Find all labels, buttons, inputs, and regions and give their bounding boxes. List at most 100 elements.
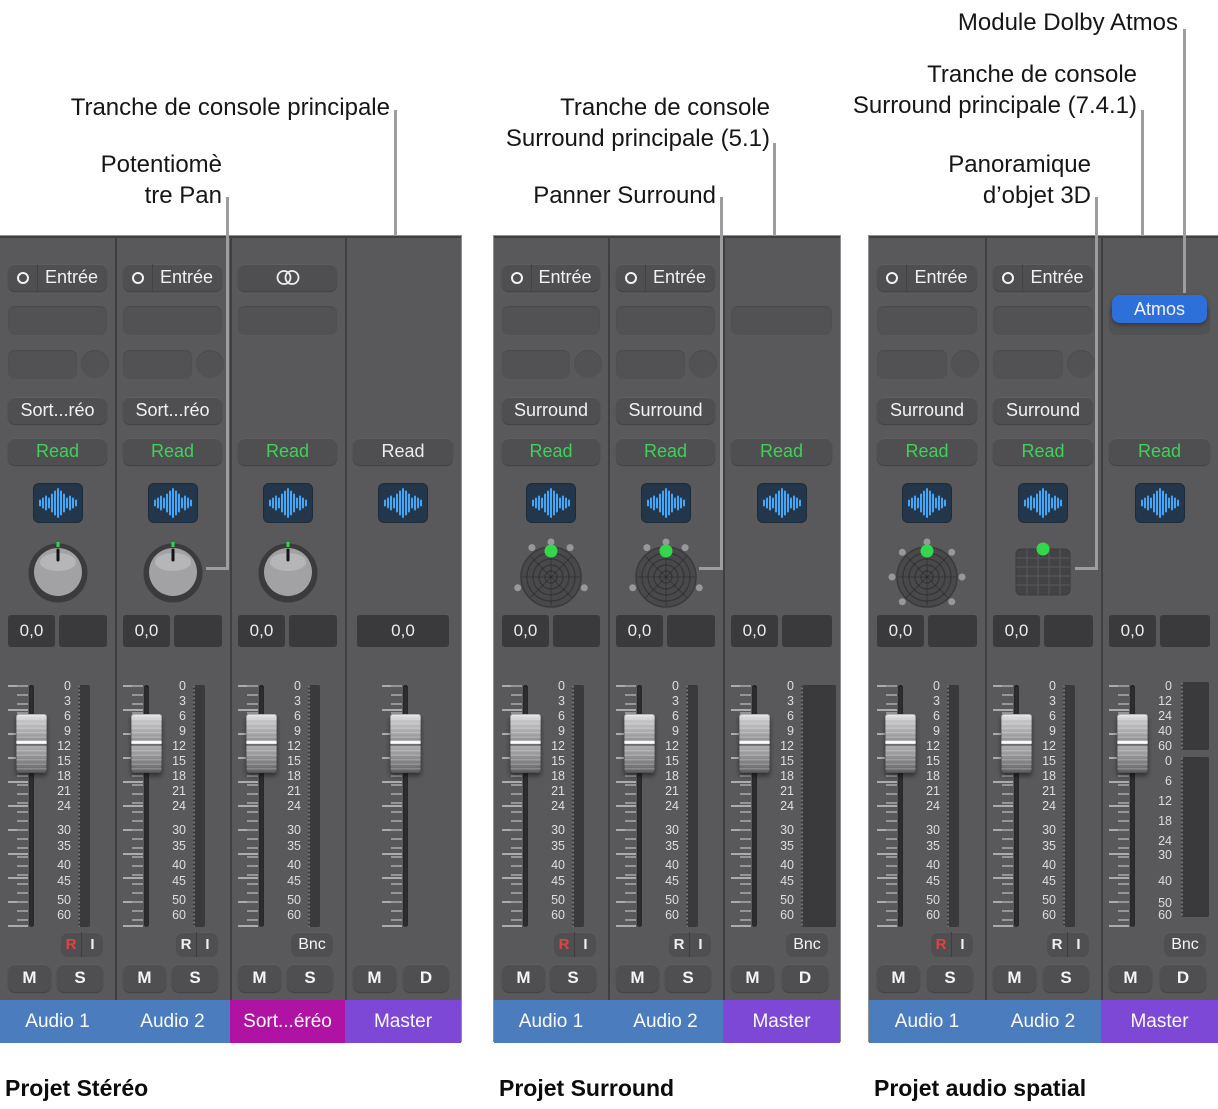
- peak-level-display[interactable]: [782, 615, 832, 647]
- record-enable-button[interactable]: R: [931, 932, 952, 957]
- sends-knob-slot[interactable]: [951, 350, 979, 378]
- sends-knob-slot[interactable]: [689, 350, 717, 378]
- volume-value-display[interactable]: 0,0: [123, 615, 170, 647]
- object-panner-3d[interactable]: [1014, 542, 1072, 598]
- solo-button[interactable]: S: [172, 964, 218, 992]
- automation-read-button[interactable]: Read: [238, 438, 337, 465]
- volume-fader[interactable]: [390, 714, 421, 773]
- mute-button[interactable]: M: [502, 964, 545, 992]
- fader-track[interactable]: [1014, 685, 1019, 927]
- dim-button[interactable]: D: [403, 964, 449, 992]
- mute-button[interactable]: M: [1109, 964, 1152, 992]
- solo-button[interactable]: S: [927, 964, 973, 992]
- mute-button[interactable]: M: [238, 964, 281, 992]
- volume-value-display[interactable]: 0,0: [502, 615, 549, 647]
- atmos-plugin-button[interactable]: Atmos: [1112, 295, 1207, 323]
- track-name[interactable]: Sort...éréo: [230, 1000, 345, 1043]
- solo-button[interactable]: S: [665, 964, 711, 992]
- automation-read-button[interactable]: Read: [502, 438, 600, 465]
- automation-read-button[interactable]: Read: [1109, 438, 1210, 465]
- output-button[interactable]: Sort...réo: [123, 397, 222, 424]
- input-monitor-button[interactable]: I: [197, 932, 218, 957]
- sends-slot[interactable]: [616, 350, 685, 379]
- track-name[interactable]: Audio 2: [608, 1000, 723, 1043]
- volume-fader[interactable]: [624, 714, 655, 773]
- mute-button[interactable]: M: [993, 964, 1036, 992]
- record-enable-button[interactable]: R: [176, 932, 197, 957]
- automation-read-button[interactable]: Read: [877, 438, 977, 465]
- track-name[interactable]: Audio 1: [869, 1000, 985, 1043]
- track-name[interactable]: Master: [723, 1000, 840, 1043]
- fader-track[interactable]: [637, 685, 642, 927]
- pan-knob[interactable]: [256, 542, 320, 606]
- sends-knob-slot[interactable]: [81, 350, 109, 378]
- input-button[interactable]: Entrée: [616, 264, 715, 291]
- fader-track[interactable]: [259, 685, 264, 927]
- output-button[interactable]: Surround: [993, 397, 1093, 424]
- volume-value-display[interactable]: 0,0: [993, 615, 1040, 647]
- peak-level-display[interactable]: [1044, 615, 1093, 647]
- eq-thumbnail-button[interactable]: [262, 483, 313, 523]
- volume-fader[interactable]: [131, 714, 162, 773]
- output-button[interactable]: Surround: [502, 397, 600, 424]
- volume-value-display[interactable]: 0,0: [877, 615, 924, 647]
- sends-slot[interactable]: [123, 350, 192, 379]
- input-monitor-button[interactable]: I: [575, 932, 596, 957]
- fader-track[interactable]: [403, 685, 408, 927]
- input-button[interactable]: Entrée: [993, 264, 1093, 291]
- sends-knob-slot[interactable]: [1067, 350, 1095, 378]
- eq-thumbnail-button[interactable]: [756, 483, 807, 523]
- peak-level-display[interactable]: [59, 615, 107, 647]
- volume-fader[interactable]: [885, 714, 916, 773]
- input-monitor-button[interactable]: I: [82, 932, 103, 957]
- fader-track[interactable]: [1130, 685, 1135, 927]
- output-button[interactable]: Sort...réo: [8, 397, 107, 424]
- volume-value-display[interactable]: 0,0: [8, 615, 55, 647]
- input-button[interactable]: Entrée: [502, 264, 600, 291]
- automation-read-button[interactable]: Read: [123, 438, 222, 465]
- plugin-slot[interactable]: [8, 306, 107, 335]
- pan-knob[interactable]: [26, 542, 90, 606]
- output-button[interactable]: Surround: [877, 397, 977, 424]
- sends-knob-slot[interactable]: [574, 350, 602, 378]
- plugin-slot[interactable]: [616, 306, 715, 335]
- surround-panner[interactable]: [628, 536, 704, 612]
- peak-level-display[interactable]: [174, 615, 222, 647]
- record-enable-button[interactable]: R: [1047, 932, 1068, 957]
- track-name[interactable]: Audio 2: [115, 1000, 230, 1043]
- eq-thumbnail-button[interactable]: [526, 483, 576, 523]
- track-name[interactable]: Master: [345, 1000, 461, 1043]
- volume-fader[interactable]: [246, 714, 277, 773]
- volume-fader[interactable]: [739, 714, 770, 773]
- solo-button[interactable]: S: [287, 964, 333, 992]
- solo-button[interactable]: S: [1043, 964, 1089, 992]
- surround-panner[interactable]: [888, 536, 966, 612]
- input-monitor-button[interactable]: I: [690, 932, 711, 957]
- pan-knob[interactable]: [141, 542, 205, 606]
- automation-read-button[interactable]: Read: [993, 438, 1093, 465]
- output-button[interactable]: Surround: [616, 397, 715, 424]
- eq-thumbnail-button[interactable]: [1134, 483, 1185, 523]
- volume-value-display[interactable]: 0,0: [238, 615, 285, 647]
- automation-read-button[interactable]: Read: [731, 438, 832, 465]
- peak-level-display[interactable]: [667, 615, 715, 647]
- volume-value-display[interactable]: 0,0: [357, 615, 449, 647]
- record-enable-button[interactable]: R: [61, 932, 82, 957]
- input-monitor-segment[interactable]: [616, 264, 646, 291]
- track-name[interactable]: Master: [1101, 1000, 1218, 1043]
- volume-fader[interactable]: [1001, 714, 1032, 773]
- input-monitor-button[interactable]: I: [952, 932, 973, 957]
- eq-thumbnail-button[interactable]: [147, 483, 198, 523]
- automation-read-button[interactable]: Read: [353, 438, 453, 465]
- eq-thumbnail-button[interactable]: [640, 483, 691, 523]
- record-enable-button[interactable]: R: [554, 932, 575, 957]
- plugin-slot[interactable]: [123, 306, 222, 335]
- sends-slot[interactable]: [877, 350, 947, 379]
- input-button[interactable]: Entrée: [8, 264, 107, 291]
- fader-track[interactable]: [29, 685, 34, 927]
- eq-thumbnail-button[interactable]: [32, 483, 83, 523]
- track-name[interactable]: Audio 1: [494, 1000, 608, 1043]
- record-enable-button[interactable]: R: [669, 932, 690, 957]
- fader-track[interactable]: [523, 685, 528, 927]
- peak-level-display[interactable]: [289, 615, 337, 647]
